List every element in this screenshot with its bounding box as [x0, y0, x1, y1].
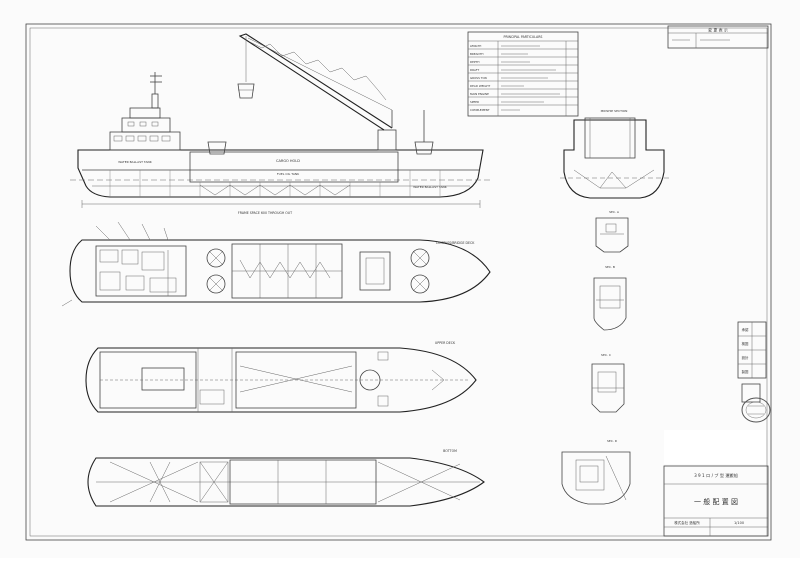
revision-table: 変 更 表 示 — [667, 25, 769, 49]
compass-deck-label: COMPASS/BRIDGE DECK — [436, 241, 475, 245]
particular-row: GROSS TON — [470, 76, 487, 80]
drawing-title: 一 般 配 置 図 — [694, 497, 738, 506]
section-label-d: SEC. D — [607, 439, 618, 443]
winch-icon — [206, 248, 430, 294]
particular-row: DRAFT — [470, 68, 479, 72]
inner-border — [29, 27, 768, 537]
grab-bucket-icon — [207, 83, 434, 155]
section-label-a: SEC. A — [609, 210, 620, 214]
tank-label-mid: FUEL OIL TANK — [277, 172, 300, 176]
stamp-label: 製図 — [742, 369, 749, 374]
approval-stamps: 承認 検図 設計 製図 — [737, 321, 771, 423]
redaction-box — [664, 430, 766, 464]
compass-deck-plan: COMPASS/BRIDGE DECK — [61, 221, 491, 307]
stamp-seal-icon — [741, 397, 771, 423]
stamp-label: 承認 — [742, 327, 749, 332]
particular-row: LENGTH — [470, 44, 481, 48]
midship-label: MIDSHIP SECTION — [601, 109, 628, 113]
midship-section-view: MIDSHIP SECTION — [560, 109, 670, 199]
upper-deck-label: UPPER DECK — [435, 341, 456, 345]
title-block: 3 9 1 ロ / ブ 型 運搬船 一 般 配 置 図 株式会社 造船所 1/1… — [663, 465, 769, 537]
hold-label: CARGO HOLD — [276, 159, 300, 163]
particulars-table: PRINCIPAL PARTICULARS LENGTH BREADTH DEP… — [467, 31, 579, 117]
frame-dimension-label: FRAME SPACE 600 THROUGH OUT — [238, 211, 292, 215]
particular-row: DEAD WEIGHT — [470, 84, 491, 88]
vessel-type: 3 9 1 ロ / ブ 型 運搬船 — [694, 472, 738, 479]
section-label-b: SEC. B — [605, 265, 615, 269]
tank-label-aft: WATER BALLAST TANK — [118, 160, 153, 164]
sheet-border — [25, 23, 772, 541]
company-name: 株式会社 造船所 — [674, 520, 700, 525]
stamp-label: 設計 — [742, 355, 749, 360]
revision-heading: 変 更 表 示 — [708, 27, 728, 33]
upper-deck-plan: UPPER DECK — [85, 341, 477, 413]
particulars-heading: PRINCIPAL PARTICULARS — [504, 35, 543, 39]
particular-row: COMPLEMENT — [470, 108, 490, 112]
drawing-scale: 1/100 — [734, 521, 744, 525]
bottom-label: BOTTOM — [443, 449, 457, 453]
tank-label-fwd: WATER BALLAST TANK — [413, 185, 448, 189]
section-label-c: SEC. C — [601, 353, 611, 357]
particular-row: MAIN ENGINE — [470, 92, 489, 96]
bottom-plan: BOTTOM — [87, 449, 485, 507]
crane-icon — [238, 33, 397, 151]
stamp-label: 検図 — [742, 341, 749, 346]
particular-row: DEPTH — [470, 60, 479, 64]
side-elevation-view: CARGO HOLD WATER BALLAST TANK FUEL OIL T… — [70, 33, 490, 215]
particular-row: SPEED — [470, 100, 479, 104]
particular-row: BREADTH — [470, 52, 484, 56]
section-details: SEC. A SEC. B SEC. C SEC. D — [561, 210, 631, 505]
